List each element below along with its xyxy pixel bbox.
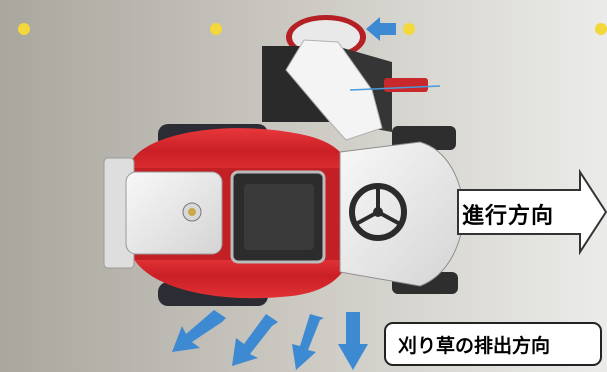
arrow-down-left-icon [232, 314, 278, 366]
arrow-left-icon [366, 17, 396, 41]
travel-direction-label: 進行方向 [462, 204, 555, 229]
reference-markers [18, 23, 607, 35]
marker-dot [595, 23, 607, 35]
steering-wheel [349, 183, 407, 241]
seat-cushion [244, 184, 314, 250]
marker-dot [403, 23, 415, 35]
discharge-chute [262, 15, 441, 141]
discharge-arrows [172, 310, 368, 370]
arrow-down-icon [338, 312, 368, 370]
marker-dot [210, 23, 222, 35]
discharge-direction-box [384, 322, 602, 366]
arrow-right-icon [457, 168, 607, 256]
red-body-bottom [132, 254, 350, 299]
marker-dot [18, 23, 30, 35]
rear-housing [103, 157, 223, 269]
discharge-direction-label: 刈り草の排出方向 [398, 335, 551, 357]
arrow-down-left-icon [172, 310, 226, 352]
arrow-down-left-icon [292, 314, 324, 370]
red-body-top [132, 128, 350, 174]
